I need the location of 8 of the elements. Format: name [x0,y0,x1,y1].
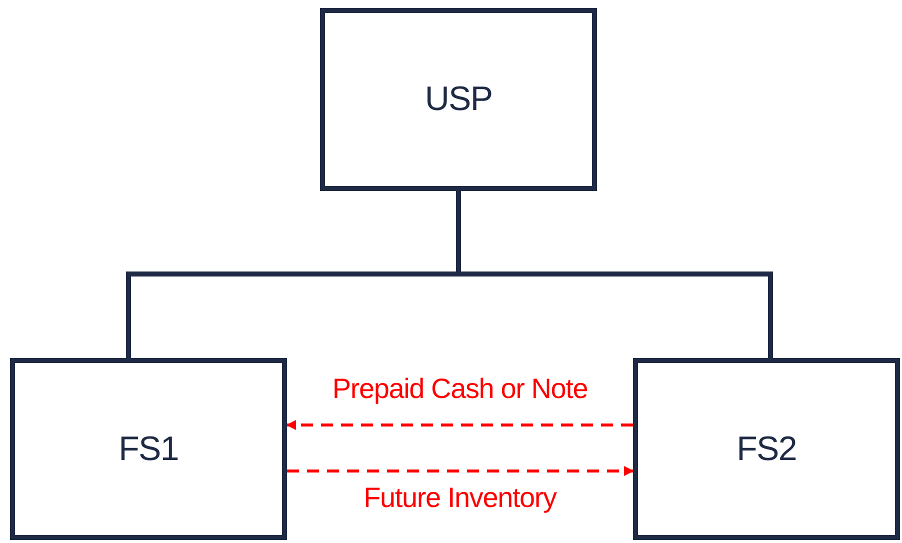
dashed-arrow [287,466,634,476]
org-box [10,358,287,540]
box-label: USP [424,79,492,120]
box-label: FS2 [736,428,796,470]
org-box [633,358,900,540]
dashed-arrow [286,420,633,430]
box-label: FS1 [118,428,178,470]
org-box [320,8,597,191]
